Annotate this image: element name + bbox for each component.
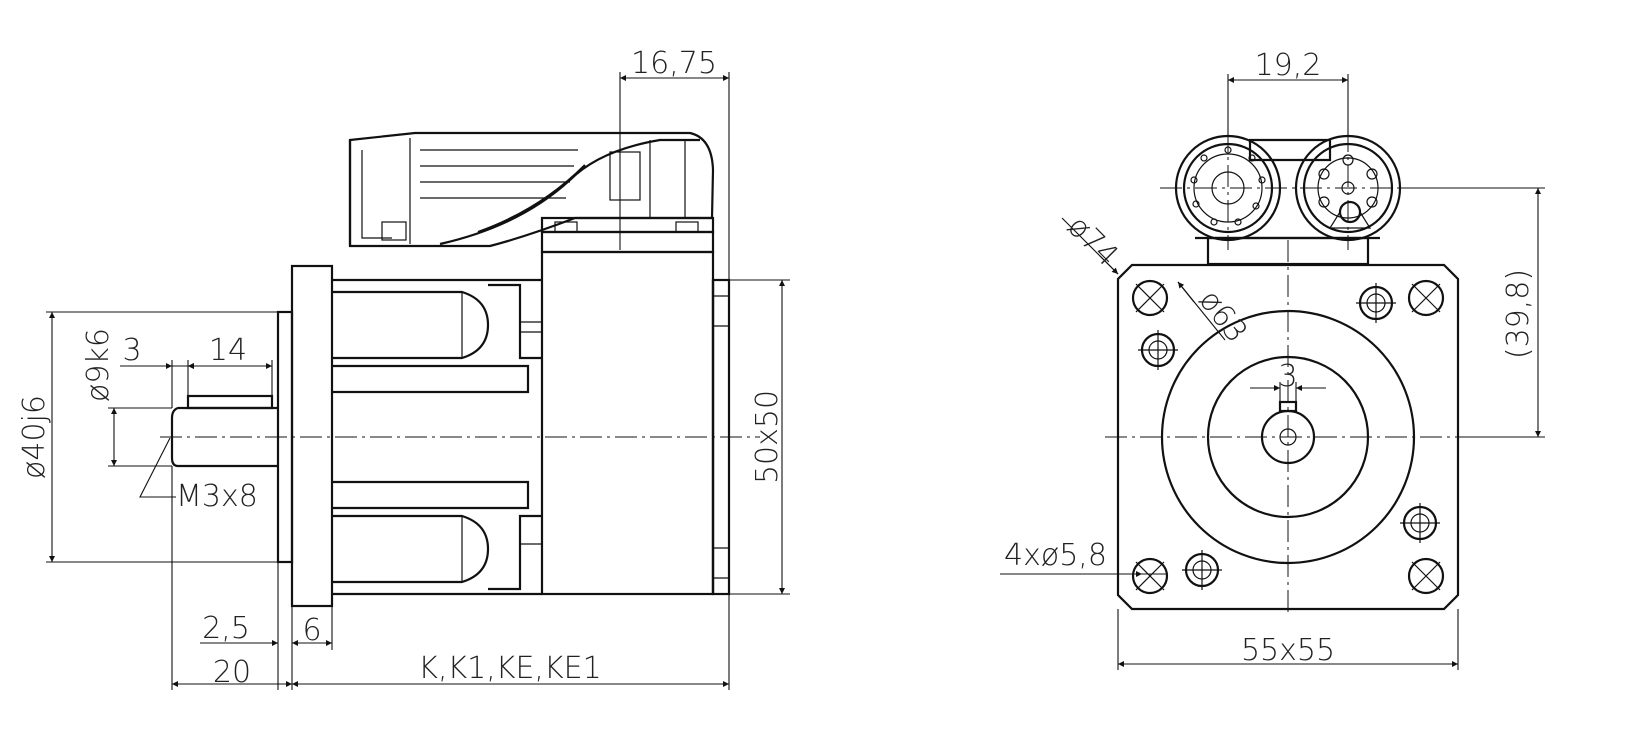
square-flange	[1116, 263, 1460, 611]
dim-flange-size: 55x55	[1241, 633, 1335, 668]
side-view: 16,75 50x50 ø40j6 ø9k6 3 14 M3x8	[17, 46, 790, 690]
flange	[276, 264, 334, 608]
dim-square: 50x50	[750, 390, 785, 484]
dim-holes: 4xø5,8	[1004, 538, 1107, 573]
dim-connector-height: (39,8)	[1501, 269, 1536, 359]
dim-body-length: K,K1,KE,KE1	[418, 651, 601, 686]
dim-key-length: 14	[209, 333, 247, 368]
mounting-holes	[1131, 279, 1445, 595]
dim-connector-offset: 16,75	[631, 46, 717, 81]
encoder-block	[540, 216, 715, 254]
dim-key-width: 3	[1278, 359, 1297, 394]
dim-thread: M3x8	[176, 479, 258, 514]
dim-flange-thickness: 6	[302, 613, 321, 648]
front-view: 19,2 ø74 ø63 (39,8) 3 4xø5,8	[1000, 48, 1545, 670]
shaft	[170, 394, 278, 468]
dim-connector-spacing: 19,2	[1255, 48, 1322, 83]
dim-pilot-diameter: ø40j6	[17, 395, 52, 479]
side-dimensions: 16,75 50x50 ø40j6 ø9k6 3 14 M3x8	[17, 46, 790, 690]
dim-pilot-circle: ø63	[1192, 283, 1254, 349]
dim-key-start: 3	[122, 333, 141, 368]
dim-bolt-circle: ø74	[1060, 209, 1125, 274]
connector-housing	[348, 131, 715, 248]
dim-shaft-diameter: ø9k6	[81, 328, 116, 402]
dim-pilot-depth: 2,5	[202, 611, 250, 646]
dim-shaft-length: 20	[213, 655, 251, 690]
motor-body	[332, 250, 731, 596]
hex-screws	[1138, 283, 1440, 590]
